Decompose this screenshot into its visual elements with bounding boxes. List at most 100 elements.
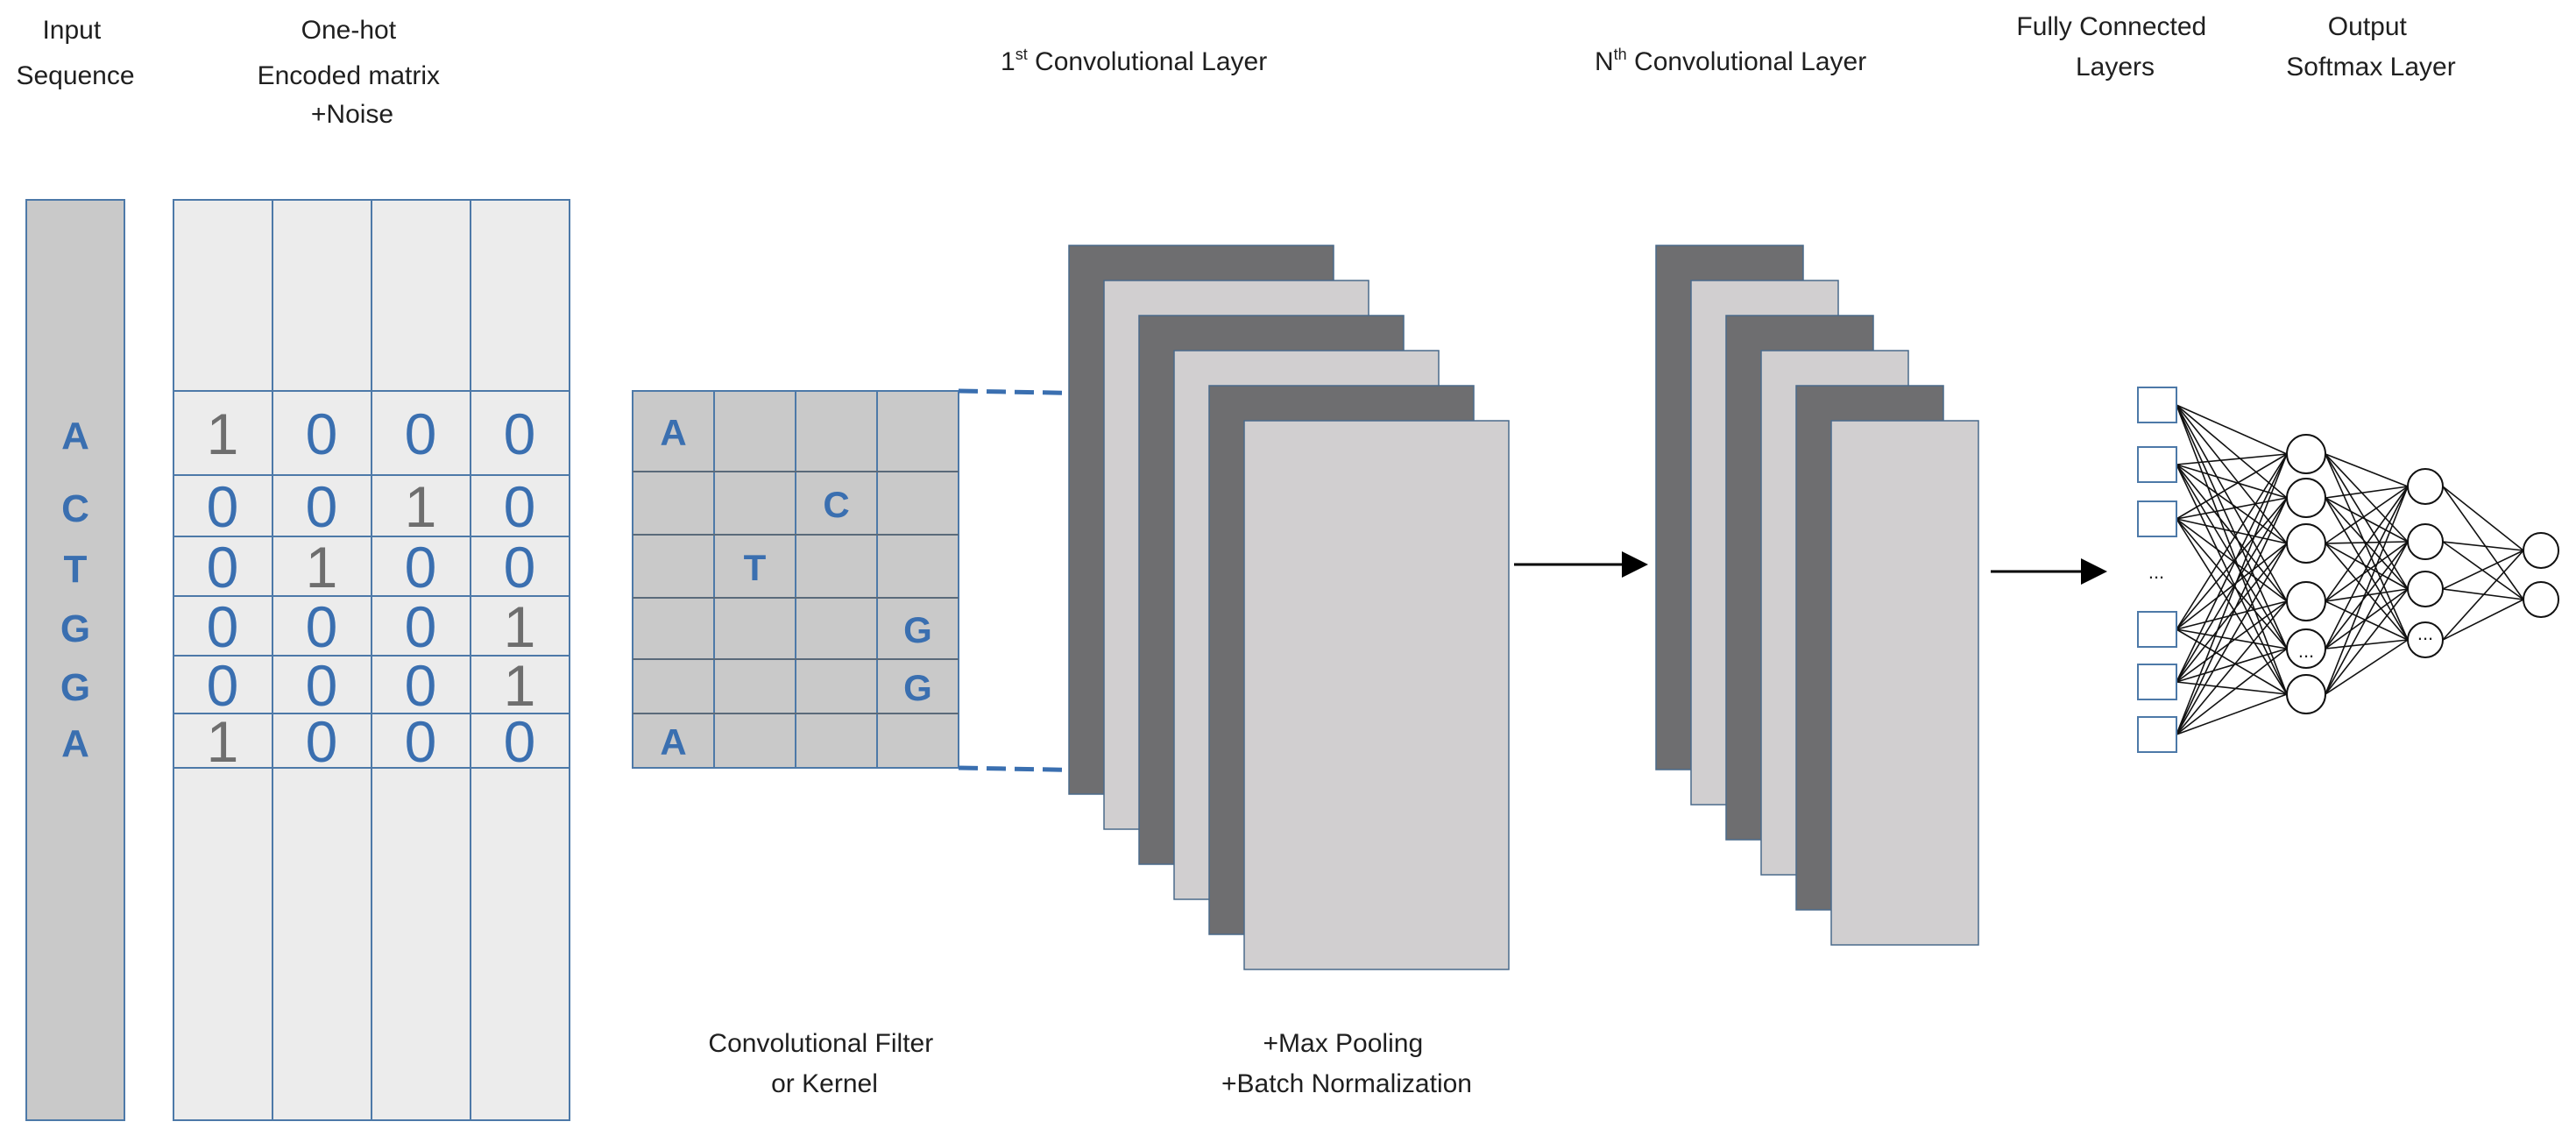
onehot-cell: 0 (504, 474, 536, 539)
fc-connections (2176, 404, 2524, 735)
fc-connection (2176, 648, 2288, 683)
fc-hidden-node (2286, 628, 2326, 669)
fc-connection (2325, 486, 2409, 650)
output-softmax-label: Output Softmax Layer (2286, 12, 2455, 82)
fc-connection (2176, 464, 2288, 695)
fc-connection (2176, 453, 2288, 683)
onehot-cell: 0 (405, 594, 437, 659)
fc-connection (2325, 541, 2409, 695)
fc-connection (2442, 486, 2524, 600)
input-sequence-bar (25, 199, 125, 1121)
filter-cell: A (660, 412, 686, 453)
fc-connection (2325, 600, 2409, 641)
fc-connection (2176, 543, 2288, 735)
fc-connection (2325, 588, 2409, 695)
fc-connection (2176, 518, 2288, 544)
onehot-cell: 1 (504, 594, 536, 659)
fc-input-ellipsis: ... (2148, 561, 2164, 583)
fc-input-node (2137, 387, 2177, 423)
fc-connection (2442, 550, 2524, 641)
fc-connection (2176, 453, 2288, 735)
fc-connection (2176, 693, 2288, 735)
fc-connection (2176, 600, 2288, 683)
fc-connection (2176, 648, 2288, 735)
fc-hidden-node (2286, 523, 2326, 564)
fc-hidden2-ellipsis: ... (2417, 622, 2433, 644)
fc-connection (2442, 599, 2524, 641)
fc-connection (2176, 464, 2288, 544)
onehot-cell: 0 (306, 709, 338, 774)
fc-connection (2176, 453, 2288, 630)
filter-cell: A (660, 721, 686, 763)
sequence-letter: G (60, 607, 90, 650)
fc-connection (2325, 541, 2409, 602)
fully-connected-network: ... ... ... (2137, 387, 2559, 753)
fc-connection (2176, 518, 2288, 602)
filter-cell: C (823, 484, 849, 525)
sequence-letter: A (61, 722, 89, 765)
fc-hidden-node (2286, 581, 2326, 621)
fc-connection (2176, 497, 2288, 630)
fc-connection (2176, 453, 2288, 520)
onehot-cell: 0 (207, 653, 239, 718)
fc-connection (2442, 541, 2524, 551)
onehot-cell: 0 (306, 474, 338, 539)
fc-connection (2325, 486, 2409, 602)
fc-nodes (2137, 387, 2559, 753)
fc-connection (2442, 541, 2524, 600)
fc-connection (2176, 453, 2288, 465)
fc-input-node (2137, 716, 2177, 753)
onehot-cell: 0 (405, 709, 437, 774)
filter-cell: G (903, 667, 932, 708)
filter-cell: T (744, 547, 767, 588)
onehot-cell: 0 (207, 474, 239, 539)
fc-hidden-node (2286, 434, 2326, 474)
nth-conv-feature-maps (1655, 245, 1979, 946)
fc-connection (2325, 639, 2409, 650)
fc-connection (2325, 541, 2409, 544)
onehot-cell: 1 (504, 653, 536, 718)
sequence-letter: C (61, 487, 89, 530)
sequence-letter: A (61, 415, 89, 458)
onehot-cell: 0 (504, 401, 536, 466)
fc-hidden1-ellipsis: ... (2298, 640, 2314, 662)
fc-connection (2176, 497, 2288, 683)
fc-connection (2176, 681, 2288, 695)
onehot-cell: 0 (306, 653, 338, 718)
fc-hidden-node (2407, 523, 2444, 560)
feature-map (1243, 420, 1510, 970)
convolutional-filter: A C T GG A (632, 390, 959, 769)
fc-input-node (2137, 501, 2177, 537)
fc-connection (2176, 464, 2288, 602)
filter-label: Convolutional Filter or Kernel (708, 1029, 940, 1098)
onehot-cell: 0 (207, 594, 239, 659)
fc-connection (2176, 518, 2288, 695)
fc-connection (2176, 404, 2288, 695)
fc-connection (2325, 639, 2409, 695)
fully-connected-label: Fully Connected Layers (2016, 12, 2213, 82)
first-conv-feature-maps (1068, 245, 1510, 970)
fc-connection (2176, 404, 2288, 499)
fc-connection (2176, 518, 2288, 650)
onehot-cell: 0 (504, 709, 536, 774)
fc-hidden-node (2286, 478, 2326, 518)
fc-connection (2176, 404, 2288, 602)
input-sequence-label: Input Sequence (16, 16, 134, 90)
onehot-cell: 1 (306, 535, 338, 600)
fc-connection (2176, 497, 2288, 735)
onehot-cell: 0 (306, 401, 338, 466)
filter-cell: G (903, 609, 932, 650)
fc-connection (2176, 464, 2288, 650)
onehot-cell: 0 (405, 535, 437, 600)
fc-connection (2325, 541, 2409, 650)
onehot-cell: 0 (306, 594, 338, 659)
fc-hidden-node (2407, 571, 2444, 607)
fc-connection (2176, 543, 2288, 630)
first-conv-layer-label: 1st Convolutional Layer (1001, 46, 1267, 76)
fc-connection (2325, 486, 2409, 544)
fc-connection (2325, 453, 2409, 487)
fc-connection (2176, 404, 2288, 455)
fc-connection (2325, 497, 2409, 543)
fc-connection (2442, 486, 2524, 551)
